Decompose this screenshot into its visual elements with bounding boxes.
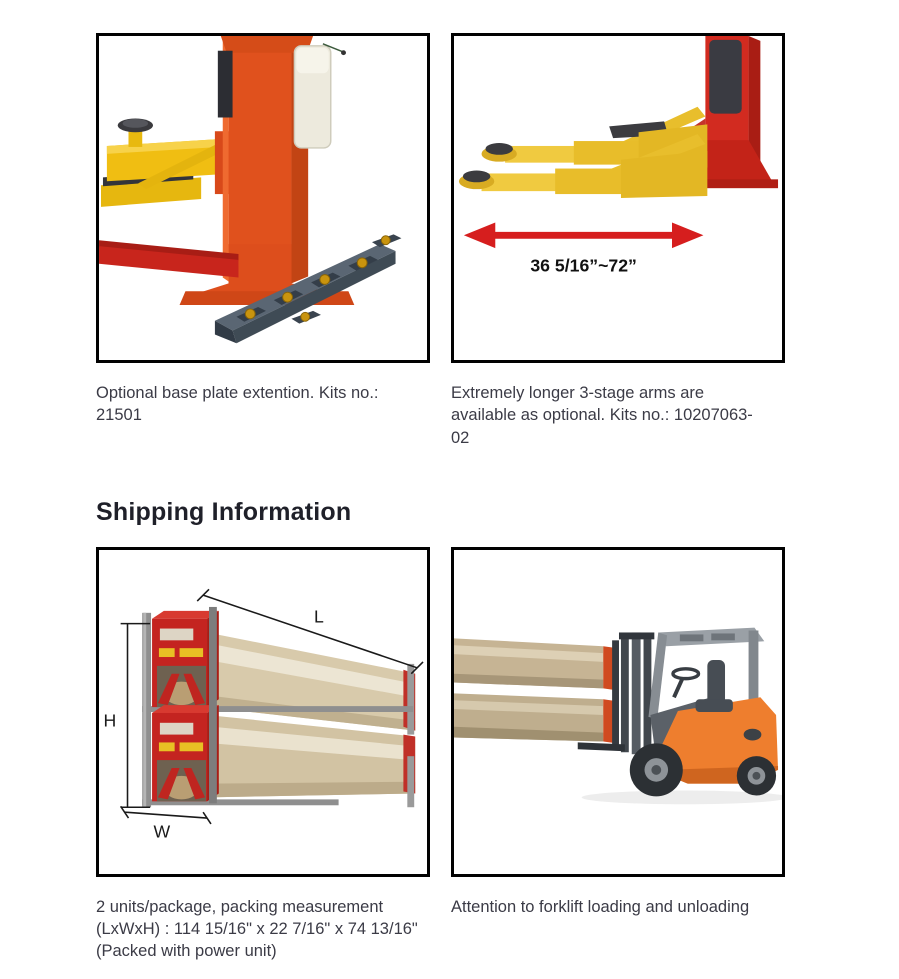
caption-line: Extremely longer 3-stage arms are <box>451 384 705 402</box>
height-dimension-label: H <box>103 710 116 730</box>
package-end-frames <box>142 606 219 807</box>
dimension-lines <box>119 588 424 824</box>
shipping-row: L H W 2 units/package, packing measureme… <box>96 546 785 963</box>
swing-arm <box>101 118 222 207</box>
shipping-left-column: L H W 2 units/package, packing measureme… <box>96 546 430 963</box>
steel-rails <box>142 705 414 805</box>
forklift-loading-image <box>451 546 785 877</box>
three-stage-arms-illustration: 36 5/16”~72” <box>458 36 779 276</box>
caption-line: 02 <box>451 428 470 447</box>
ground-bolt-pads <box>291 234 402 324</box>
caption-line: (LxWxH) : 114 15/16" x 22 7/16" x 74 13/… <box>96 920 418 938</box>
carried-packages <box>454 637 618 743</box>
floor-beam <box>99 240 239 278</box>
caption-line: (Packed with power unit) <box>96 942 277 961</box>
caption-line: Attention to forklift loading and unload… <box>451 897 750 916</box>
shipping-information-heading: Shipping Information <box>96 498 352 527</box>
lift-column <box>685 36 779 189</box>
cabin-frame <box>648 627 765 719</box>
dimension-arrow <box>463 222 704 249</box>
image-caption: 2 units/package, packing measurement (Lx… <box>96 896 430 963</box>
wheels <box>629 742 777 796</box>
packing-measurement-image: L H W <box>96 546 430 877</box>
caption-line: 2 units/package, packing measurement <box>96 897 384 916</box>
caption-line: available as optional. Kits no.: 1020706… <box>451 406 753 425</box>
optional-kits-row: Optional base plate extention. Kits no.:… <box>96 33 785 449</box>
wrapped-packages <box>207 632 416 807</box>
image-caption: Extremely longer 3-stage arms are availa… <box>451 382 785 449</box>
forklift-illustration <box>454 627 782 804</box>
caption-line: 21501 <box>96 406 142 425</box>
optional-right-column: 36 5/16”~72” Extremely longer 3-stage ar… <box>451 33 785 449</box>
base-plate-extension-illustration <box>99 36 402 344</box>
base-extension-bar <box>214 234 402 344</box>
packing-illustration: L H W <box>103 588 424 841</box>
three-stage-arms <box>458 106 708 198</box>
oil-reservoir <box>293 43 346 149</box>
length-dimension-label: L <box>314 606 324 626</box>
optional-left-column: Optional base plate extention. Kits no.:… <box>96 33 430 449</box>
base-plate-extension-image <box>96 33 430 363</box>
caption-line: Optional base plate extention. Kits no.: <box>96 384 379 402</box>
image-caption: Attention to forklift loading and unload… <box>451 896 785 918</box>
shipping-right-column: Attention to forklift loading and unload… <box>451 546 785 963</box>
three-stage-arms-image: 36 5/16”~72” <box>451 33 785 363</box>
width-dimension-label: W <box>154 821 171 841</box>
mast <box>577 632 655 754</box>
ground-shadow <box>581 790 782 804</box>
arm-reach-dimension-label: 36 5/16”~72” <box>530 256 637 276</box>
image-caption: Optional base plate extention. Kits no.:… <box>96 382 430 427</box>
bolt-pads <box>236 255 378 322</box>
